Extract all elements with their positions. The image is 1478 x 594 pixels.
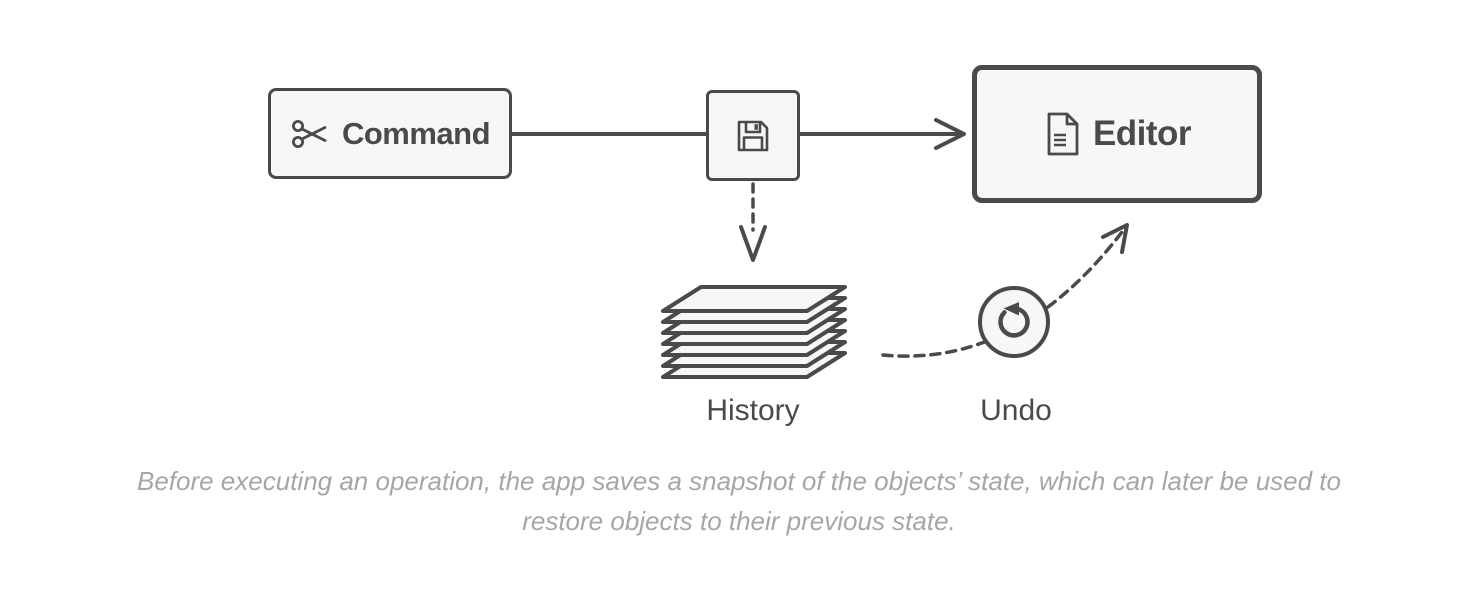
sheet-stack-icon xyxy=(661,285,847,379)
caption-line-1: Before executing an operation, the app s… xyxy=(136,466,1341,496)
undo-label: Undo xyxy=(980,394,1052,427)
caption: Before executing an operation, the app s… xyxy=(0,461,1478,541)
arrowhead-editor xyxy=(934,118,966,150)
document-icon xyxy=(1047,112,1079,156)
history-label: History xyxy=(706,394,800,427)
command-node-label: Command xyxy=(341,115,491,151)
command-node: Command xyxy=(268,88,512,179)
undo-rotate-icon xyxy=(978,286,1050,358)
editor-node: Editor xyxy=(972,65,1262,203)
editor-node-label: Editor xyxy=(1092,114,1192,153)
memento-node xyxy=(706,90,800,181)
arrowhead-history xyxy=(739,225,767,262)
caption-line-2: restore objects to their previous state. xyxy=(522,506,956,536)
floppy-disk-icon xyxy=(737,120,769,151)
scissors-icon xyxy=(291,119,327,148)
arrowhead-editor-curve xyxy=(1101,223,1129,254)
